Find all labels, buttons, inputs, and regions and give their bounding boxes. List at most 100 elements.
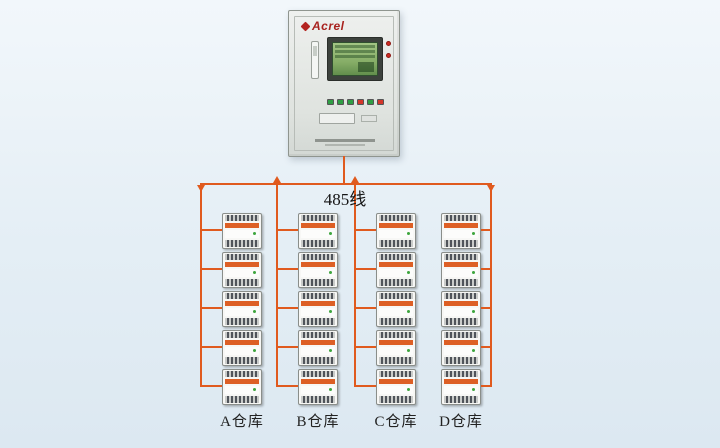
device-label-stripe <box>444 301 478 306</box>
status-led <box>472 388 475 391</box>
device-face <box>379 230 413 238</box>
terminal-block-bottom <box>301 279 335 286</box>
nameplate-text-bar <box>325 144 365 146</box>
device-link-d-2 <box>481 268 492 270</box>
device-link-c-2 <box>354 268 376 270</box>
device-link-c-1 <box>354 229 376 231</box>
acrel-logo: Acrel <box>300 19 345 33</box>
meter-device-a-4 <box>222 330 262 366</box>
device-face <box>301 386 335 394</box>
device-label-stripe <box>444 223 478 228</box>
terminal-block-top <box>225 254 259 260</box>
vent-slot <box>319 113 355 124</box>
column-bus-4 <box>490 183 492 387</box>
device-face <box>225 347 259 355</box>
meter-device-c-4 <box>376 330 416 366</box>
device-face <box>225 269 259 277</box>
device-link-d-1 <box>481 229 492 231</box>
device-face <box>301 308 335 316</box>
terminal-block-bottom <box>301 318 335 325</box>
red-indicator-light <box>386 53 391 58</box>
terminal-block-top <box>225 371 259 377</box>
device-face <box>379 308 413 316</box>
terminal-block-top <box>225 215 259 221</box>
terminal-block-bottom <box>225 357 259 364</box>
device-label-stripe <box>301 262 335 267</box>
terminal-block-top <box>444 215 478 221</box>
terminal-block-top <box>225 293 259 299</box>
meter-device-d-3 <box>441 291 481 327</box>
terminal-block-top <box>444 293 478 299</box>
meter-device-c-1 <box>376 213 416 249</box>
screen-text-row <box>335 45 375 48</box>
meter-device-d-4 <box>441 330 481 366</box>
terminal-block-bottom <box>379 357 413 364</box>
acrel-control-cabinet: Acrel <box>288 10 400 157</box>
cabinet-door-outline <box>294 16 394 151</box>
panel-button-3 <box>347 99 354 105</box>
device-label-stripe <box>301 223 335 228</box>
meter-device-d-1 <box>441 213 481 249</box>
bus-arrow-down <box>487 185 495 192</box>
meter-device-a-1 <box>222 213 262 249</box>
status-led <box>329 310 332 313</box>
device-face <box>225 386 259 394</box>
terminal-block-top <box>379 293 413 299</box>
device-face <box>225 230 259 238</box>
terminal-block-bottom <box>379 240 413 247</box>
device-label-stripe <box>225 262 259 267</box>
terminal-block-top <box>379 254 413 260</box>
terminal-block-top <box>225 332 259 338</box>
device-link-a-2 <box>200 268 222 270</box>
device-label-stripe <box>225 223 259 228</box>
column-bus-1 <box>200 183 202 387</box>
terminal-block-bottom <box>225 318 259 325</box>
level-indicator <box>311 41 319 79</box>
status-led <box>329 271 332 274</box>
screen-chart-block <box>358 62 374 72</box>
status-led <box>329 388 332 391</box>
device-link-c-5 <box>354 385 376 387</box>
terminal-block-top <box>301 293 335 299</box>
screen-text-row <box>335 55 375 58</box>
device-link-b-1 <box>276 229 298 231</box>
terminal-block-bottom <box>444 279 478 286</box>
bus-485-label: 485线 <box>323 190 367 209</box>
status-led <box>407 310 410 313</box>
bus-line-485 <box>200 183 492 185</box>
device-label-stripe <box>444 379 478 384</box>
device-label-stripe <box>301 301 335 306</box>
device-face <box>225 308 259 316</box>
bus-arrow-down <box>197 185 205 192</box>
terminal-block-top <box>301 371 335 377</box>
meter-device-c-5 <box>376 369 416 405</box>
device-face <box>444 269 478 277</box>
status-led <box>472 349 475 352</box>
red-indicator-light <box>386 41 391 46</box>
device-link-b-4 <box>276 346 298 348</box>
device-link-d-4 <box>481 346 492 348</box>
meter-device-b-5 <box>298 369 338 405</box>
meter-device-b-2 <box>298 252 338 288</box>
device-label-stripe <box>379 262 413 267</box>
terminal-block-top <box>444 332 478 338</box>
device-link-a-4 <box>200 346 222 348</box>
status-led <box>407 388 410 391</box>
panel-button-2 <box>337 99 344 105</box>
device-face <box>301 230 335 238</box>
terminal-block-bottom <box>301 396 335 403</box>
terminal-block-bottom <box>225 396 259 403</box>
device-label-stripe <box>225 340 259 345</box>
device-link-a-5 <box>200 385 222 387</box>
terminal-block-bottom <box>379 396 413 403</box>
status-led <box>407 232 410 235</box>
device-link-d-3 <box>481 307 492 309</box>
panel-button-6 <box>377 99 384 105</box>
device-link-d-5 <box>481 385 492 387</box>
terminal-block-bottom <box>225 279 259 286</box>
warehouse-label-d: D仓库 <box>439 414 483 430</box>
status-led <box>253 310 256 313</box>
terminal-block-bottom <box>444 357 478 364</box>
device-face <box>301 269 335 277</box>
